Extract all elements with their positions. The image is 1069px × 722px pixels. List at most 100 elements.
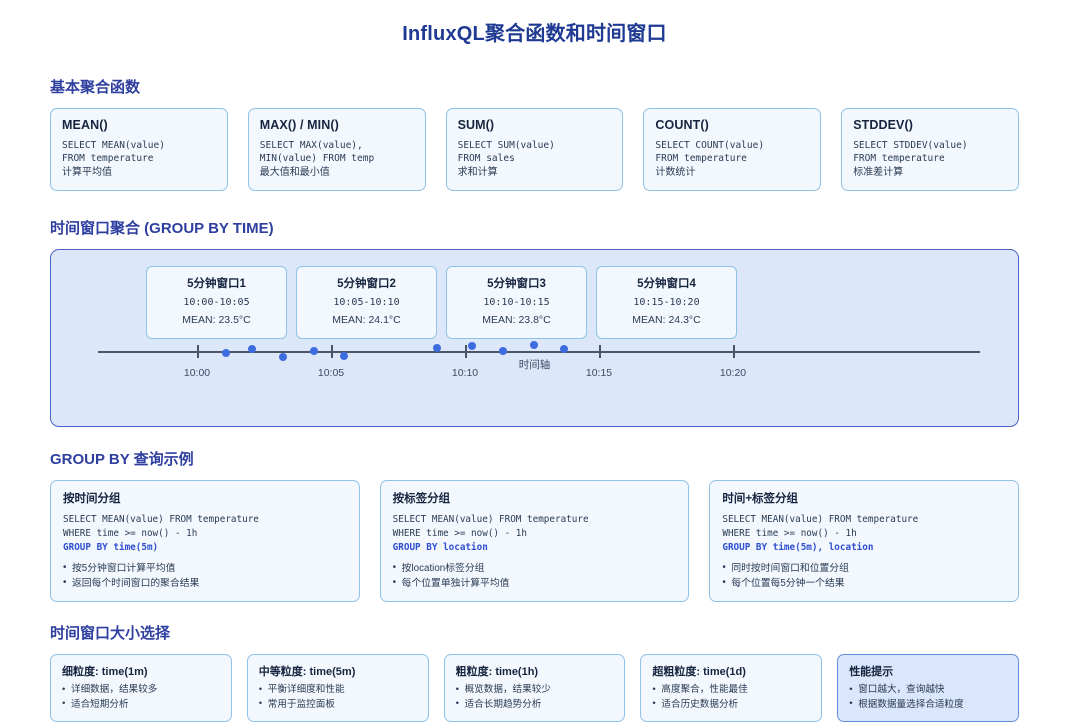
function-card-mean[interactable]: MEAN() SELECT MEAN(value) FROM temperatu…	[50, 108, 228, 191]
function-description: 计数统计	[655, 166, 696, 178]
size-title: 超粗粒度: time(1d)	[652, 666, 746, 679]
query-sql-line-3: GROUP BY time(5m)	[63, 541, 159, 553]
function-card-stddev[interactable]: STDDEV() SELECT STDDEV(value) FROM tempe…	[841, 108, 1019, 191]
query-card-by-tag[interactable]: 按标签分组 SELECT MEAN(value) FROM temperatur…	[379, 479, 690, 603]
function-description: 计算平均值	[62, 166, 112, 178]
time-window-range: 10:00-10:05	[183, 296, 250, 308]
size-card-performance-tip[interactable]: 性能提示 窗口越大，查询越快 根据数据量选择合适粒度	[837, 654, 1019, 722]
size-bullet: 常用于监控面板	[259, 697, 417, 712]
query-sql-line-1: SELECT MEAN(value) FROM temperature	[63, 513, 259, 525]
query-bullets: 按5分钟窗口计算平均值 返回每个时间窗口的聚合结果	[63, 560, 347, 591]
time-window-title: 5分钟窗口1	[187, 277, 246, 290]
size-bullets: 概览数据，结果较少 适合长期趋势分析	[456, 683, 614, 712]
time-window-title: 5分钟窗口3	[487, 277, 546, 290]
time-window-mean: MEAN: 24.1°C	[332, 313, 401, 326]
basic-functions-row: MEAN() SELECT MEAN(value) FROM temperatu…	[50, 108, 1019, 191]
size-card-1m[interactable]: 细粒度: time(1m) 详细数据，结果较多 适合短期分析	[50, 654, 232, 722]
function-name: SUM()	[457, 118, 495, 132]
query-sql: SELECT MEAN(value) FROM temperature WHER…	[722, 513, 1006, 555]
timeline-axis	[98, 350, 980, 353]
query-bullet: 每个位置单独计算平均值	[393, 575, 677, 591]
function-description: 求和计算	[457, 166, 498, 178]
query-bullet: 返回每个时间窗口的聚合结果	[63, 575, 347, 591]
function-card-count[interactable]: COUNT() SELECT COUNT(value) FROM tempera…	[643, 108, 822, 191]
time-window-title: 5分钟窗口4	[637, 277, 696, 290]
query-bullets: 按location标签分组 每个位置单独计算平均值	[393, 560, 677, 591]
size-title: 细粒度: time(1m)	[62, 666, 148, 679]
timeline-data-point	[498, 346, 507, 355]
axis-name-label: 时间轴	[518, 358, 551, 371]
function-card-sum[interactable]: SUM() SELECT SUM(value) FROM sales 求和计算	[445, 108, 624, 191]
function-description: 标准差计算	[853, 166, 904, 178]
query-card-time-and-tag[interactable]: 时间+标签分组 SELECT MEAN(value) FROM temperat…	[709, 479, 1020, 603]
query-title: 按时间分组	[63, 492, 121, 505]
size-bullet: 高度聚合，性能最佳	[652, 683, 810, 698]
query-card-by-time[interactable]: 按时间分组 SELECT MEAN(value) FROM temperatur…	[50, 479, 360, 603]
axis-label-2: 10:05	[317, 366, 345, 379]
function-name: MEAN()	[62, 118, 108, 132]
query-sql: SELECT MEAN(value) FROM temperature WHER…	[393, 513, 677, 555]
time-window-mean: MEAN: 23.5°C	[182, 313, 251, 326]
size-bullet: 详细数据，结果较多	[62, 683, 220, 698]
timeline-data-point	[340, 351, 349, 360]
query-bullet: 同时按时间窗口和位置分组	[722, 560, 1006, 576]
section-heading-groupby: GROUP BY 查询示例	[50, 450, 194, 468]
query-sql-line-2: WHERE time >= now() - 1h	[392, 527, 528, 539]
size-card-5m[interactable]: 中等粒度: time(5m) 平衡详细度和性能 常用于监控面板	[246, 654, 429, 722]
function-name: MAX() / MIN()	[259, 118, 339, 132]
section-heading-basic-functions: 基本聚合函数	[50, 79, 141, 96]
size-title: 粗粒度: time(1h)	[455, 666, 539, 679]
timeline-data-point	[309, 346, 318, 355]
size-bullet: 根据数据量选择合适粒度	[849, 697, 1007, 712]
size-bullet: 平衡详细度和性能	[259, 683, 417, 698]
timeline-data-point	[468, 341, 476, 350]
size-card-1h[interactable]: 粗粒度: time(1h) 概览数据，结果较少 适合长期趋势分析	[443, 654, 626, 722]
query-bullet: 每个位置每5分钟一个结果	[722, 575, 1006, 591]
size-bullets: 平衡详细度和性能 常用于监控面板	[259, 683, 417, 712]
time-window-range: 10:10-10:15	[483, 296, 550, 308]
time-window-range: 10:15-10:20	[633, 296, 700, 308]
query-bullet: 按location标签分组	[393, 560, 677, 576]
function-name: STDDEV()	[853, 118, 914, 132]
timeline-data-point	[221, 348, 230, 357]
axis-tick-5	[733, 344, 735, 358]
groupby-examples-row: 按时间分组 SELECT MEAN(value) FROM temperatur…	[50, 479, 1020, 603]
size-bullets: 详细数据，结果较多 适合短期分析	[62, 683, 220, 712]
function-description: 最大值和最小值	[259, 166, 330, 178]
size-card-1d[interactable]: 超粗粒度: time(1d) 高度聚合，性能最佳 适合历史数据分析	[640, 654, 823, 722]
axis-tick-2	[331, 344, 333, 358]
timeline-data-point	[560, 344, 569, 353]
query-sql-line-3: GROUP BY location	[392, 541, 488, 553]
timeline-data-point	[529, 340, 538, 349]
time-window-title: 5分钟窗口2	[337, 277, 396, 290]
size-bullet: 适合历史数据分析	[652, 697, 810, 712]
page-title: InfluxQL聚合函数和时间窗口	[402, 23, 667, 45]
time-window-range: 10:05-10:10	[333, 296, 400, 308]
query-sql: SELECT MEAN(value) FROM temperature WHER…	[63, 513, 347, 555]
time-window-card-4[interactable]: 5分钟窗口4 10:15-10:20 MEAN: 24.3°C	[596, 265, 737, 339]
query-sql-line-1: SELECT MEAN(value) FROM temperature	[392, 513, 589, 525]
time-window-card-3[interactable]: 5分钟窗口3 10:10-10:15 MEAN: 23.8°C	[446, 265, 587, 339]
function-name: COUNT()	[655, 118, 709, 132]
axis-label-5: 10:20	[719, 366, 747, 379]
axis-label-1: 10:00	[183, 366, 211, 379]
query-bullet: 按5分钟窗口计算平均值	[63, 560, 347, 576]
function-card-max-min[interactable]: MAX() / MIN() SELECT MAX(value), MIN(val…	[247, 108, 426, 191]
size-bullet: 窗口越大，查询越快	[849, 683, 1007, 698]
timeline-data-point	[248, 344, 256, 353]
timeline-data-point	[278, 352, 287, 361]
function-sql: SELECT STDDEV(value) FROM temperature	[853, 140, 968, 165]
size-title: 性能提示	[849, 666, 894, 679]
query-sql-line-2: WHERE time >= now() - 1h	[722, 527, 857, 539]
query-title: 按标签分组	[392, 492, 451, 505]
query-sql-line-3: GROUP BY time(5m), location	[722, 541, 874, 553]
function-sql: SELECT MAX(value), MIN(value) FROM temp	[259, 140, 375, 165]
section-heading-time-window: 时间窗口聚合 (GROUP BY TIME)	[50, 219, 274, 237]
time-window-card-2[interactable]: 5分钟窗口2 10:05-10:10 MEAN: 24.1°C	[296, 265, 437, 339]
function-sql: SELECT SUM(value) FROM sales	[457, 140, 555, 165]
query-sql-line-1: SELECT MEAN(value) FROM temperature	[722, 513, 919, 525]
time-window-card-1[interactable]: 5分钟窗口1 10:00-10:05 MEAN: 23.5°C	[146, 265, 287, 339]
axis-label-4: 10:15	[585, 366, 613, 379]
time-window-mean: MEAN: 24.3°C	[632, 313, 701, 326]
axis-tick-4	[599, 344, 601, 358]
